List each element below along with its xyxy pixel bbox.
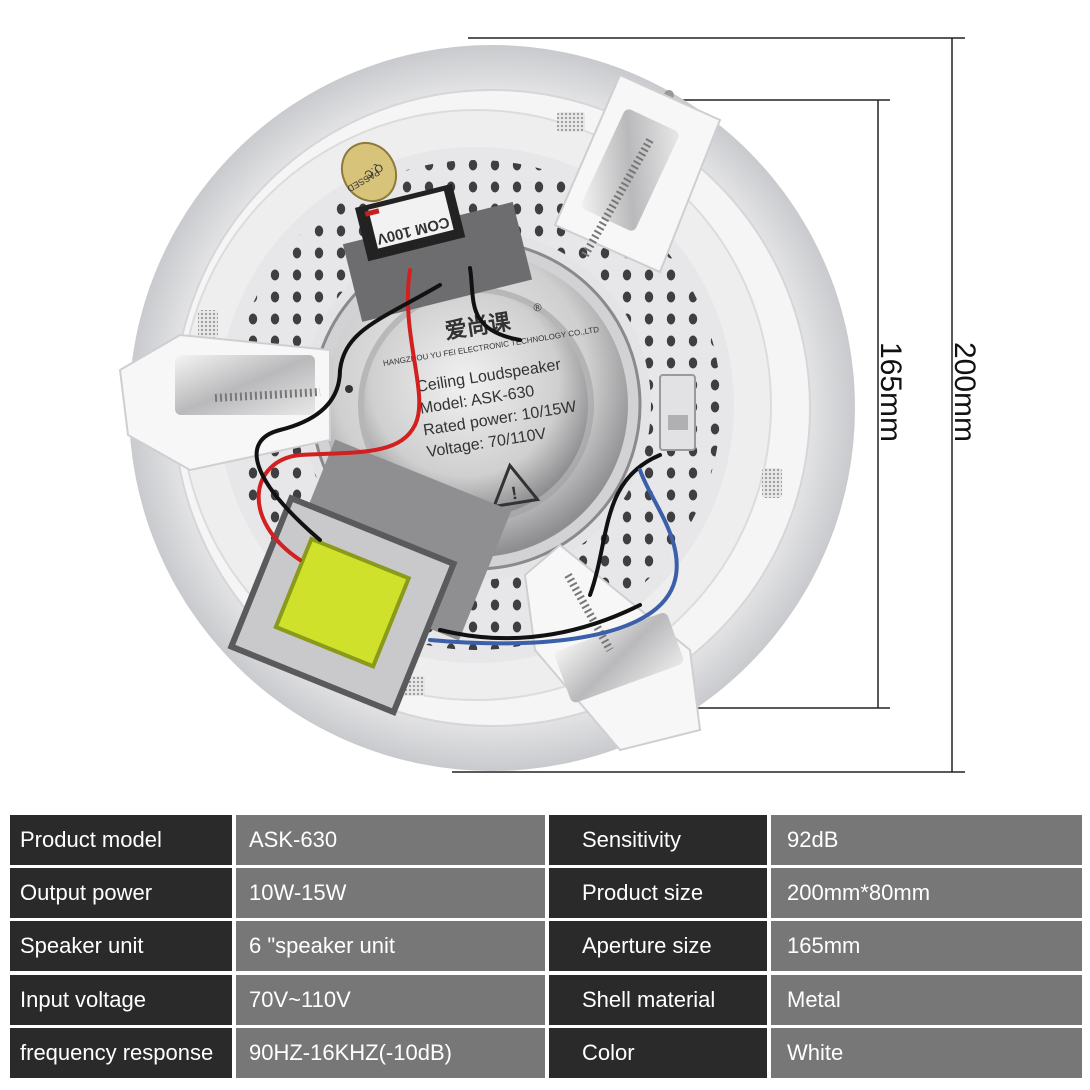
mounting-clip-top — [553, 73, 722, 274]
mounting-clip-left — [118, 333, 331, 472]
spec-label: Aperture size — [549, 921, 767, 971]
spec-label: Product model — [10, 815, 232, 865]
spec-value: 165mm — [771, 921, 1082, 971]
spec-label: Shell material — [549, 975, 767, 1025]
svg-text:®: ® — [533, 302, 543, 315]
spec-value: ASK-630 — [236, 815, 545, 865]
outer-diameter-label: 200mm — [948, 342, 981, 442]
spec-value: 6 "speaker unit — [236, 921, 545, 971]
spec-value: 200mm*80mm — [771, 868, 1082, 918]
spec-label: Input voltage — [10, 975, 232, 1025]
svg-text:!: ! — [510, 483, 519, 504]
spec-label: Color — [549, 1028, 767, 1078]
right-connector — [659, 374, 696, 451]
mounting-clip-bottom — [523, 543, 702, 752]
spec-label: Product size — [549, 868, 767, 918]
product-photo: 200mm 165mm — [118, 37, 981, 773]
spec-value: 70V~110V — [236, 975, 545, 1025]
spec-value: Metal — [771, 975, 1082, 1025]
spec-value: White — [771, 1028, 1082, 1078]
spec-value: 10W-15W — [236, 868, 545, 918]
spec-label: Speaker unit — [10, 921, 232, 971]
terminal-block: COM 100V — [342, 183, 533, 322]
spec-value: 92dB — [771, 815, 1082, 865]
spec-value: 90HZ-16KHZ(-10dB) — [236, 1028, 545, 1078]
spec-label: Sensitivity — [549, 815, 767, 865]
spec-label: Output power — [10, 868, 232, 918]
wires — [254, 266, 679, 646]
qc-sticker: Q.C PASSED — [340, 141, 398, 203]
aperture-diameter-label: 165mm — [874, 342, 907, 442]
spec-label: frequency response — [10, 1028, 232, 1078]
warning-icon — [491, 462, 541, 509]
